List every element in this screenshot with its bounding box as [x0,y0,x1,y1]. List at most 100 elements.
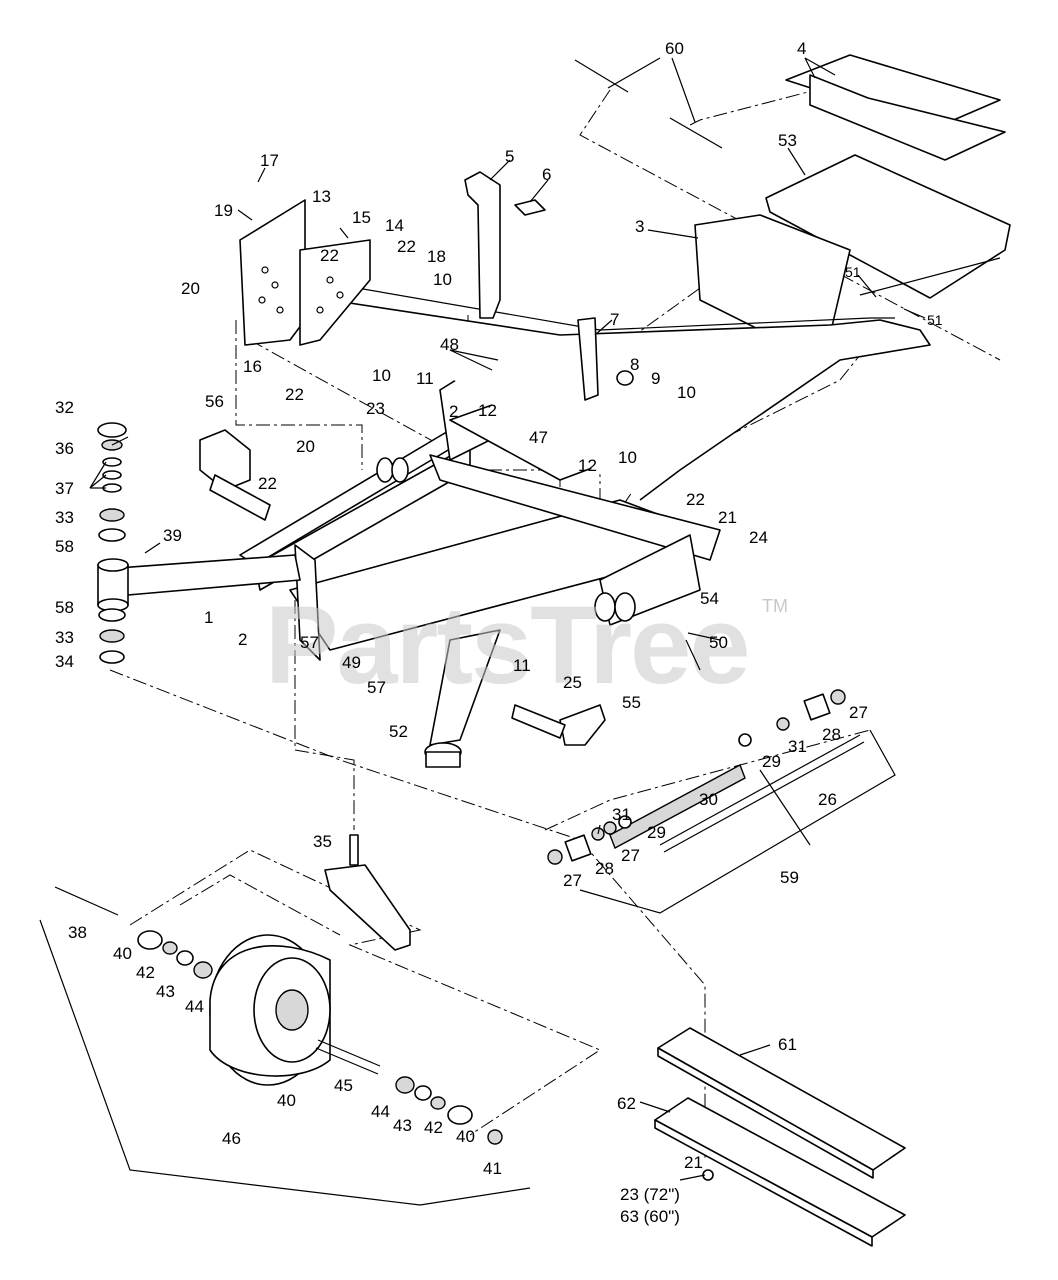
callout-62: 62 [617,1094,636,1113]
callout-56: 56 [205,392,224,411]
callout-19: 19 [214,201,233,220]
callout-45: 45 [334,1076,353,1095]
leader-lines [89,57,926,1181]
callout-29b: 29 [647,823,666,842]
axle-bolt [54,886,119,916]
callout-42a: 42 [136,963,155,982]
callout-2b: 2 [238,630,247,649]
callout-34: 34 [55,652,74,671]
callout-61: 61 [778,1035,797,1054]
bracket-56 [199,429,251,491]
callout-22a: 22 [320,246,339,265]
callout-43b: 43 [393,1116,412,1135]
callout-33a: 33 [55,508,74,527]
watermark-trademark: TM [762,596,788,616]
callout-21a: 21 [718,508,737,527]
callout-53: 53 [778,131,797,150]
callout-13: 13 [312,187,331,206]
bracket-55 [559,704,606,746]
callout-44a: 44 [185,997,204,1016]
callout-38: 38 [68,923,87,942]
lever-arm [464,171,501,319]
callout-58a: 58 [55,537,74,556]
threaded-sleeve [609,764,746,849]
callout-22c: 22 [285,385,304,404]
callout-labels: 60 4 53 3 5 6 7 8 9 10 10 10 10 51 51 17… [55,39,943,1226]
seat-panel-group [574,54,1011,346]
frame-outline [329,299,931,501]
callout-14: 14 [385,216,404,235]
decal-strip-lower [669,117,723,149]
plate-right [299,239,371,346]
lever-grip [514,199,546,216]
callout-2a: 2 [449,402,458,421]
pad-lower [809,74,1006,161]
bearing-top [99,508,125,522]
callout-50: 50 [709,633,728,652]
callout-49: 49 [342,653,361,672]
callout-57a: 57 [300,633,319,652]
callout-30: 30 [699,790,718,809]
callout-9: 9 [651,369,660,388]
callout-15: 15 [352,208,371,227]
callout-28a: 28 [822,725,841,744]
callout-27c: 27 [563,871,582,890]
threaded-rod [659,734,861,846]
callout-8: 8 [630,355,639,374]
caster-fork [324,864,411,951]
callout-23a: 23 [366,399,385,418]
callout-23b: 23 (72") [620,1185,680,1204]
height-plates [239,199,371,346]
left-rail [294,544,321,661]
callout-40a: 40 [113,944,132,963]
adjuster-rods [547,689,865,865]
callout-54: 54 [700,589,719,608]
callout-60: 60 [665,39,684,58]
callout-12b: 12 [578,456,597,475]
callout-11b: 11 [513,656,531,675]
callout-18: 18 [427,247,446,266]
callout-28b: 28 [595,859,614,878]
callout-46: 46 [222,1129,241,1148]
callout-52: 52 [389,722,408,741]
spacer-boards [654,1027,906,1247]
callout-25: 25 [563,673,582,692]
main-frame [239,284,931,768]
callout-10b: 10 [372,366,391,385]
callout-36: 36 [55,439,74,458]
callout-40b: 40 [277,1091,296,1110]
callout-41: 41 [483,1159,502,1178]
callout-1: 1 [204,608,213,627]
callout-4: 4 [797,39,806,58]
decal-strip-upper [574,59,629,93]
callout-47: 47 [529,428,548,447]
callout-31b: 31 [612,805,631,824]
front-crossbar [239,429,466,566]
callout-42b: 42 [424,1118,443,1137]
callout-63: 63 (60") [620,1207,680,1226]
callout-17: 17 [260,151,279,170]
callout-20a: 20 [181,279,200,298]
callout-59: 59 [780,868,799,887]
callout-31a: 31 [788,737,807,756]
pivot-brackets [199,429,606,746]
callout-51a: 51 [845,264,861,280]
callout-24: 24 [749,528,768,547]
callout-35: 35 [313,832,332,851]
callout-48: 48 [440,335,459,354]
callout-20b: 20 [296,437,315,456]
callout-5: 5 [505,147,514,166]
callout-10d: 10 [618,448,637,467]
bearing-bottom [99,629,125,643]
floor-pan [765,154,1011,299]
callout-27b: 27 [621,846,640,865]
callout-27a: 27 [849,703,868,722]
callout-6: 6 [542,165,551,184]
callout-32: 32 [55,398,74,417]
watermark: PartsTree [265,584,748,707]
callout-44b: 44 [371,1102,390,1121]
callout-55: 55 [622,693,641,712]
callout-10a: 10 [433,270,452,289]
